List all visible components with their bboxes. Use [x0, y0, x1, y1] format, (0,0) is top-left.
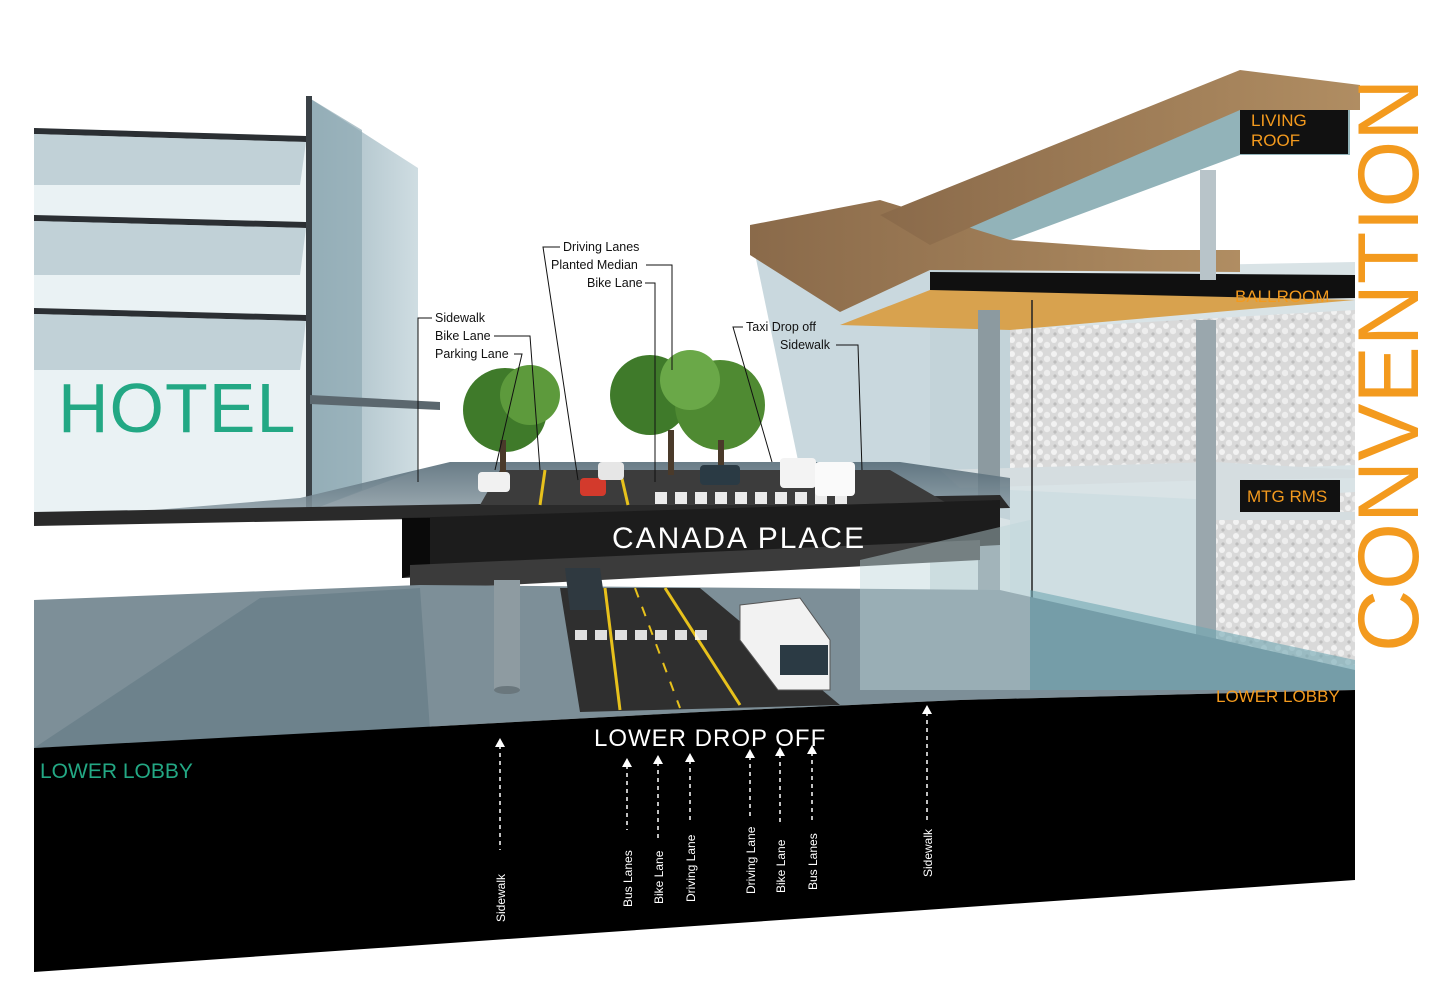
canada-place-label: CANADA PLACE	[612, 522, 866, 555]
callout-planted-median: Planted Median	[551, 258, 638, 272]
callouts-left: Sidewalk Bike Lane Parking Lane	[417, 311, 541, 482]
base-section	[34, 690, 1355, 972]
lane-label-bus-lanes-left: Bus Lanes	[621, 850, 635, 907]
hotel-label: HOTEL	[58, 369, 296, 447]
callout-sidewalk-right: Sidewalk	[780, 338, 831, 352]
lower-lobby-right-label: LOWER LOBBY	[1216, 687, 1340, 706]
lane-label-sidewalk-left: Sidewalk	[494, 873, 508, 922]
callout-driving-lanes: Driving Lanes	[563, 240, 639, 254]
callout-sidewalk-left: Sidewalk	[435, 311, 486, 325]
callout-bike-lane-left: Bike Lane	[435, 329, 491, 343]
mtg-rms-label: MTG RMS	[1247, 487, 1327, 506]
convention-label: CONVENTION	[1341, 79, 1437, 652]
lane-label-driving-lane-right: Driving Lane	[744, 826, 758, 894]
lower-lane-markers: Sidewalk Bus Lanes Bike Lane Driving Lan…	[494, 705, 935, 922]
lower-lobby-left-label: LOWER LOBBY	[40, 760, 193, 783]
callouts-right: Taxi Drop off Sidewalk	[732, 320, 863, 471]
living-roof-label-1: LIVING	[1251, 111, 1307, 130]
lane-marker-bus-lanes-right: Bus Lanes	[806, 745, 820, 890]
lane-label-bike-lane-left: Bike Lane	[652, 850, 666, 904]
lane-label-bus-lanes-right: Bus Lanes	[806, 833, 820, 890]
callout-parking-lane: Parking Lane	[435, 347, 509, 361]
lower-drop-off-label: LOWER DROP OFF	[594, 725, 826, 752]
lane-marker-sidewalk-right: Sidewalk	[921, 705, 935, 877]
ballroom-label: BALLROOM	[1235, 287, 1329, 306]
living-roof-label-2: ROOF	[1251, 131, 1300, 150]
lane-marker-driving-lane-right: Driving Lane	[744, 749, 758, 894]
lane-marker-driving-lane-left: Driving Lane	[684, 753, 698, 902]
callout-bike-lane-center: Bike Lane	[587, 276, 643, 290]
lane-label-driving-lane-left: Driving Lane	[684, 834, 698, 902]
lane-marker-sidewalk-left: Sidewalk	[494, 738, 508, 922]
lane-label-bike-lane-right: Bike Lane	[774, 839, 788, 893]
convention-building	[750, 70, 1360, 690]
mtg-rms-box	[1240, 480, 1340, 512]
hotel-building	[34, 96, 440, 520]
callout-taxi-drop-off: Taxi Drop off	[746, 320, 816, 334]
lane-marker-bike-lane-right: Bike Lane	[774, 747, 788, 893]
lower-level	[34, 520, 1355, 748]
callouts-center: Driving Lanes Planted Median Bike Lane	[542, 240, 673, 482]
lane-label-sidewalk-right: Sidewalk	[921, 828, 935, 877]
lane-marker-bus-lanes-left: Bus Lanes	[621, 758, 635, 907]
lane-marker-bike-lane-left: Bike Lane	[652, 755, 666, 904]
bridge-deck	[402, 500, 1000, 590]
